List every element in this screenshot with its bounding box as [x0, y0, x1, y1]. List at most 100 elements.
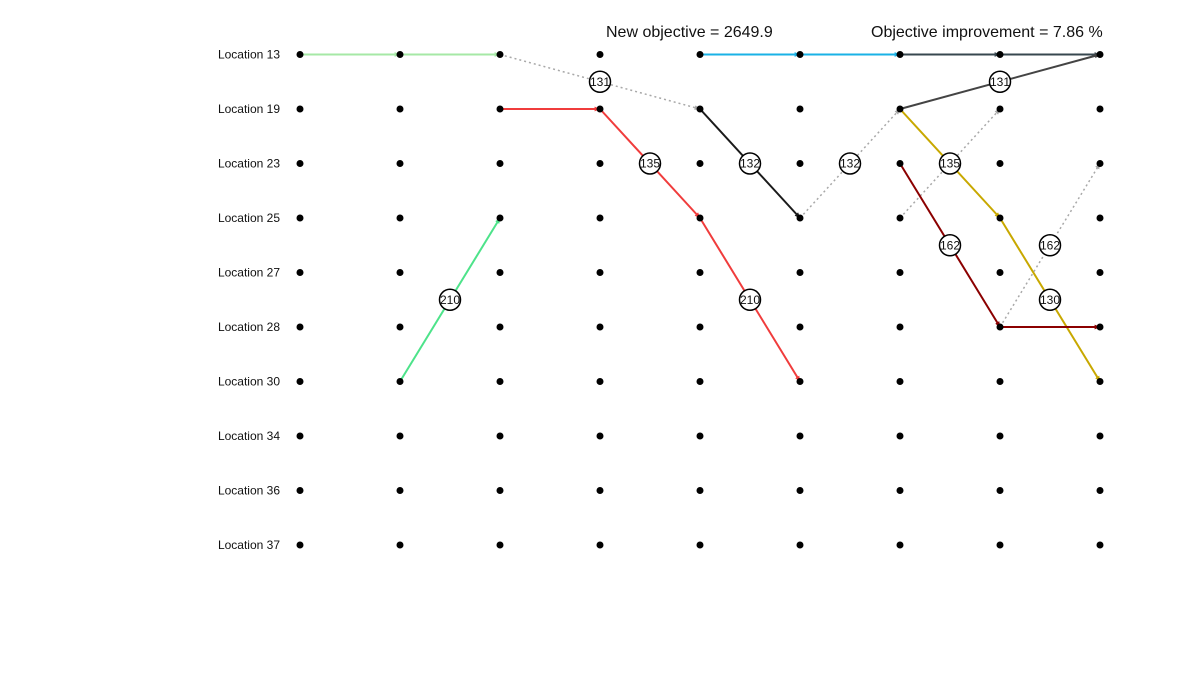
route-value-badge: 130 — [1038, 288, 1062, 311]
grid-node — [696, 541, 704, 549]
grid-node — [1096, 432, 1104, 440]
route-value-text: 210 — [740, 293, 760, 307]
location-label: Location 28 — [218, 320, 280, 334]
grid-node — [596, 487, 604, 494]
grid-node — [796, 487, 804, 494]
grid-node — [296, 269, 304, 276]
grid-node — [396, 160, 404, 167]
grid-node — [496, 214, 504, 222]
grid-node — [296, 160, 304, 167]
grid-node — [896, 487, 904, 494]
route-value-badge: 210 — [738, 288, 762, 311]
grid-node — [396, 541, 404, 549]
grid-node — [696, 378, 704, 385]
grid-node — [796, 160, 804, 167]
grid-node — [1096, 323, 1104, 331]
location-label: Location 23 — [218, 157, 280, 171]
grid-node — [596, 105, 604, 113]
grid-node — [796, 269, 804, 276]
objective-improvement-label: Objective improvement = 7.86 % — [871, 24, 1103, 41]
routes — [300, 52, 1101, 383]
grid-node — [296, 487, 304, 494]
grid-nodes — [296, 51, 1104, 549]
route-value-text: 131 — [990, 75, 1010, 89]
grid-node — [996, 51, 1004, 58]
grid-node — [696, 51, 704, 58]
grid-node — [496, 487, 504, 494]
route-value-badge: 131 — [988, 70, 1012, 93]
grid-node — [796, 51, 804, 58]
grid-node — [596, 323, 604, 331]
grid-node — [296, 323, 304, 331]
grid-node — [396, 323, 404, 331]
location-label: Location 30 — [218, 375, 280, 389]
grid-node — [896, 51, 904, 58]
grid-node — [796, 541, 804, 549]
grid-node — [496, 105, 504, 113]
new-objective-label: New objective = 2649.9 — [606, 24, 773, 41]
route-value-text: 132 — [840, 157, 860, 171]
location-label: Location 34 — [218, 429, 280, 443]
grid-node — [996, 432, 1004, 440]
location-label: Location 13 — [218, 48, 280, 62]
route-value-text: 131 — [590, 75, 610, 89]
grid-node — [696, 323, 704, 331]
route-value-badge: 131 — [588, 70, 612, 93]
route-value-text: 162 — [1040, 238, 1060, 252]
grid-node — [1096, 214, 1104, 222]
grid-node — [596, 51, 604, 58]
grid-node — [896, 160, 904, 167]
grid-node — [996, 214, 1004, 222]
route-value-badge: 132 — [838, 152, 862, 175]
grid-node — [1096, 105, 1104, 113]
grid-node — [496, 269, 504, 276]
grid-node — [696, 487, 704, 494]
grid-node — [1096, 269, 1104, 276]
grid-node — [896, 105, 904, 113]
grid-node — [1096, 541, 1104, 549]
grid-node — [596, 160, 604, 167]
location-label: Location 27 — [218, 266, 280, 280]
route-value-badge: 162 — [938, 234, 962, 257]
route-value-text: 135 — [940, 157, 960, 171]
route-value-badge: 135 — [638, 152, 662, 175]
grid-node — [696, 105, 704, 113]
grid-node — [396, 214, 404, 222]
grid-node — [896, 378, 904, 385]
grid-node — [996, 105, 1004, 113]
route-value-text: 135 — [640, 157, 660, 171]
route-value-badge: 162 — [1038, 234, 1062, 257]
grid-node — [496, 51, 504, 58]
grid-node — [596, 432, 604, 440]
grid-node — [296, 105, 304, 113]
grid-node — [996, 541, 1004, 549]
grid-node — [696, 432, 704, 440]
route-value-text: 132 — [740, 157, 760, 171]
route-badges: 210 131 135 210 132 132 131 135 130 162 162 — [438, 70, 1062, 311]
grid-node — [496, 378, 504, 385]
route-value-text: 130 — [1040, 293, 1060, 307]
grid-node — [796, 323, 804, 331]
grid-node — [596, 378, 604, 385]
grid-node — [596, 541, 604, 549]
grid-node — [396, 51, 404, 58]
grid-node — [996, 378, 1004, 385]
route-value-text: 162 — [940, 238, 960, 252]
route-value-badge: 132 — [738, 152, 762, 175]
grid-node — [896, 541, 904, 549]
grid-node — [896, 269, 904, 276]
route-value-text: 210 — [440, 293, 460, 307]
grid-node — [796, 214, 804, 222]
grid-node — [396, 432, 404, 440]
route-value-badge: 135 — [938, 152, 962, 175]
grid-node — [996, 160, 1004, 167]
location-label: Location 36 — [218, 484, 280, 498]
grid-node — [996, 487, 1004, 494]
grid-node — [296, 51, 304, 58]
grid-node — [1096, 378, 1104, 385]
grid-node — [1096, 487, 1104, 494]
route-value-badge: 210 — [438, 288, 462, 311]
grid-node — [1096, 160, 1104, 167]
location-label: Location 37 — [218, 538, 280, 552]
